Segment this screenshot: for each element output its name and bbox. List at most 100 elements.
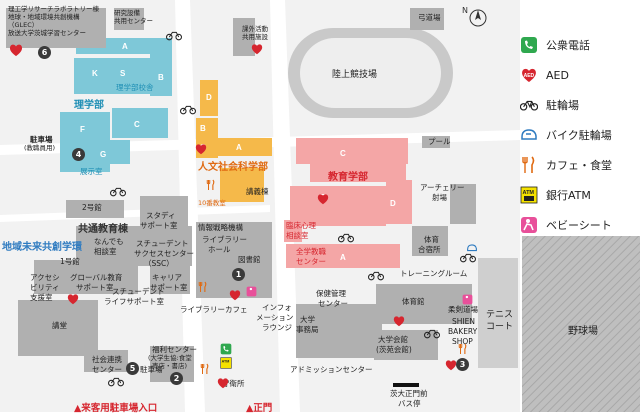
motorbike-parking-icon [520, 126, 538, 144]
legend-cafe: カフェ・食堂 [520, 154, 612, 176]
label-taiikukan: 体育館 [402, 297, 425, 306]
label-nandemo1: なんでも [94, 237, 124, 246]
label-career1: キャリア [152, 273, 182, 282]
baby-seat-icon [520, 216, 538, 234]
marker-4[interactable]: 4 [72, 148, 85, 161]
bicycle-parking-icon[interactable] [108, 372, 124, 391]
label-info-lounge2: メーション [256, 313, 294, 322]
label-global1: グローバル教育 [70, 273, 123, 282]
aed-icon[interactable] [194, 140, 208, 159]
label-ssc2: サクセスセンター [134, 249, 194, 258]
label-kodo: 講堂 [52, 321, 67, 330]
label-rigakubu-kouya: 理学部校舎 [116, 83, 154, 92]
marker-5[interactable]: 5 [126, 362, 139, 375]
svg-text:G: G [100, 150, 106, 159]
label-rinsho2: 相談室 [286, 231, 309, 240]
label-fukuri1: 福利センター [152, 345, 197, 354]
label-kogidou: 講義棟 [246, 187, 269, 196]
science-buildings [60, 38, 172, 172]
cafe-icon[interactable] [200, 360, 210, 379]
svg-text:A: A [340, 253, 346, 262]
svg-text:D: D [206, 93, 212, 102]
label-access1: アクセシ [30, 273, 60, 282]
label-parking-staff-sub: (教職員用) [24, 144, 56, 152]
aed-icon[interactable] [8, 42, 24, 61]
label-student-life2: ライフサポート室 [104, 297, 164, 306]
cafe-icon[interactable] [198, 278, 208, 297]
faculty-regional[interactable]: 地域未来共創学環 [2, 242, 82, 253]
aed-icon[interactable] [250, 40, 264, 59]
gray-buildings [6, 8, 476, 382]
label-housou: 放送大学茨城学習センター [8, 29, 86, 37]
label-yakyu: 野球場 [568, 326, 598, 337]
visitor-parking-link[interactable]: ▲来客用駐車場入口 [74, 403, 158, 414]
faculty-common[interactable]: 共通教育棟 [78, 224, 128, 235]
label-archery2: 射場 [432, 193, 447, 202]
bus-stop-marker [393, 383, 419, 387]
legend-bicycle-label: 駐輪場 [546, 99, 579, 112]
label-ssc3: （SSC） [144, 259, 174, 268]
marker-6[interactable]: 6 [38, 46, 51, 59]
label-shakai2: センター [92, 365, 122, 374]
label-info-lounge3: ラウンジ [262, 323, 292, 332]
cafe-icon[interactable] [458, 340, 468, 359]
cafe-icon[interactable] [206, 176, 216, 195]
label-johosenryaku: 情報戦略機構 [198, 223, 243, 232]
bicycle-parking-icon[interactable] [338, 228, 354, 247]
faculty-humanities[interactable]: 人文社会科学部 [198, 162, 268, 173]
label-kadai2: 共用施設 [242, 33, 268, 41]
bicycle-parking-icon[interactable] [180, 100, 196, 119]
aed-icon[interactable] [66, 290, 80, 309]
aed-icon[interactable] [392, 312, 406, 331]
svg-text:ATM: ATM [222, 359, 230, 363]
bicycle-parking-icon[interactable] [110, 182, 126, 201]
bicycle-parking-icon[interactable] [368, 266, 384, 285]
faculty-science[interactable]: 理学部 [74, 100, 104, 111]
label-access3: 支援室 [30, 293, 53, 302]
label-kaikan1: 大学会館 [378, 335, 408, 344]
bicycle-parking-icon[interactable] [166, 26, 182, 45]
label-toshokan: 図書館 [238, 255, 261, 264]
svg-text:K: K [92, 69, 98, 78]
bicycle-parking-icon[interactable] [460, 248, 476, 267]
tennis-court [478, 258, 518, 368]
legend-bicycle: 駐輪場 [520, 94, 579, 116]
bicycle-parking-icon [520, 96, 538, 114]
label-kaikan2: (茨苑会館) [376, 345, 412, 354]
marker-3[interactable]: 3 [456, 358, 469, 371]
marker-1[interactable]: 1 [232, 268, 245, 281]
label-tenji: 展示室 [80, 167, 103, 176]
label-kenkyu2: 共用センター [114, 17, 153, 25]
bicycle-parking-icon[interactable] [424, 324, 440, 343]
baby-seat-icon[interactable] [462, 290, 473, 309]
label-kadai1: 課外活動 [242, 25, 268, 33]
label-global2: サポート室 [76, 283, 114, 292]
label-kyudo: 弓道場 [418, 13, 441, 22]
aed-icon[interactable] [228, 286, 242, 305]
label-archery1: アーチェリー [420, 183, 465, 192]
faculty-education[interactable]: 教育学部 [328, 172, 368, 183]
label-taiiku-gasshuku2: 合宿所 [418, 245, 441, 254]
motorbike-parking-icon[interactable] [466, 238, 478, 257]
label-shien2: BAKERY [448, 327, 478, 336]
aed-icon[interactable] [444, 356, 458, 375]
svg-text:A: A [236, 143, 242, 152]
payphone-icon[interactable] [220, 340, 232, 359]
marker-2[interactable]: 2 [170, 372, 183, 385]
label-zenkyo2: センター [296, 257, 326, 266]
main-gate-link[interactable]: ▲正門 [246, 403, 273, 414]
label-bldg1: 1号館 [60, 257, 80, 266]
label-glec: （GLEC） [8, 21, 39, 29]
label-room10: 10番教室 [198, 199, 226, 207]
legend-motorbike-label: バイク駐輪場 [546, 129, 612, 142]
aed-icon[interactable] [216, 374, 230, 393]
legend-payphone-label: 公衆電話 [546, 39, 590, 52]
label-kenkyu1: 研究設備 [114, 9, 140, 17]
atm-icon[interactable]: ATM [220, 354, 232, 373]
aed-icon[interactable] [316, 190, 330, 209]
label-career2: サポート室 [150, 283, 188, 292]
baby-seat-icon[interactable] [246, 282, 257, 301]
legend-aed-label: AED [546, 68, 569, 82]
label-taiiku-gasshuku1: 体育 [424, 235, 439, 244]
